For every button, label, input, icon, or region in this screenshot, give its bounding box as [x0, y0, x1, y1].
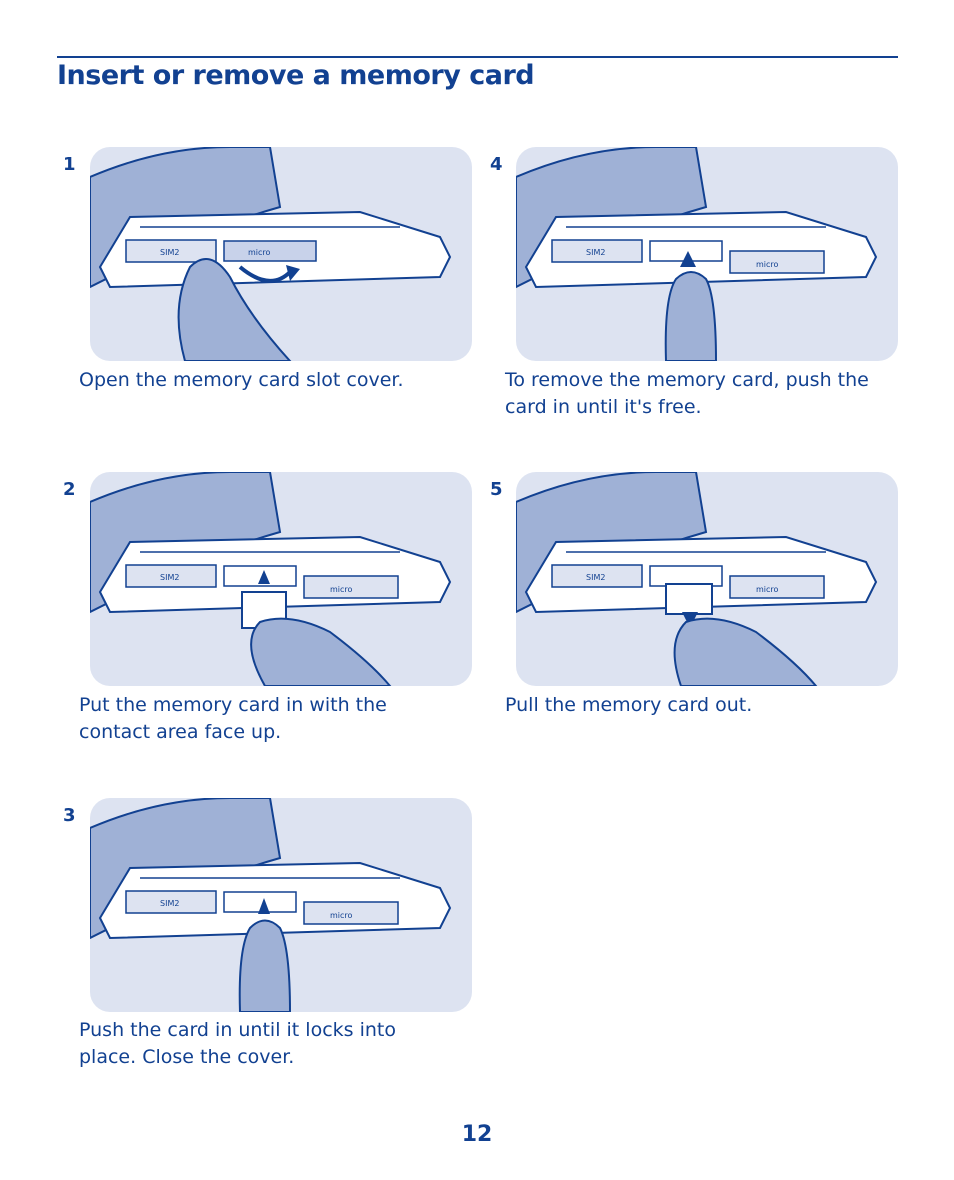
- step-1-caption: Open the memory card slot cover.: [79, 369, 404, 391]
- step-number-2: 2: [63, 479, 76, 500]
- sim2-label: SIM2: [160, 248, 179, 257]
- sim2-label: SIM2: [160, 573, 179, 582]
- step-3-illustration: SIM2 micro: [90, 798, 472, 1012]
- top-rule: [57, 56, 898, 58]
- slot-label: micro: [248, 248, 271, 257]
- step-2-illustration: SIM2 micro: [90, 472, 472, 686]
- page-title: Insert or remove a memory card: [57, 60, 535, 91]
- sim2-label: SIM2: [586, 248, 605, 257]
- slot-label: micro: [756, 260, 779, 269]
- slot-label: micro: [756, 585, 779, 594]
- slot-label: micro: [330, 911, 353, 920]
- step-number-1: 1: [63, 154, 76, 175]
- sim2-label: SIM2: [160, 899, 179, 908]
- step-2-caption: Put the memory card in with the contact …: [79, 694, 387, 743]
- step-4-caption: To remove the memory card, push the card…: [505, 369, 869, 418]
- step-1-illustration: SIM2 micro: [90, 147, 472, 361]
- step-4-illustration: SIM2 micro: [516, 147, 898, 361]
- sim2-label: SIM2: [586, 573, 605, 582]
- page-number: 12: [461, 1122, 493, 1147]
- step-number-4: 4: [490, 154, 503, 175]
- step-number-3: 3: [63, 805, 76, 826]
- step-3-caption: Push the card in until it locks into pla…: [79, 1019, 396, 1068]
- slot-label: micro: [330, 585, 353, 594]
- step-number-5: 5: [490, 479, 503, 500]
- step-5-caption: Pull the memory card out.: [505, 694, 753, 716]
- step-5-illustration: SIM2 micro: [516, 472, 898, 686]
